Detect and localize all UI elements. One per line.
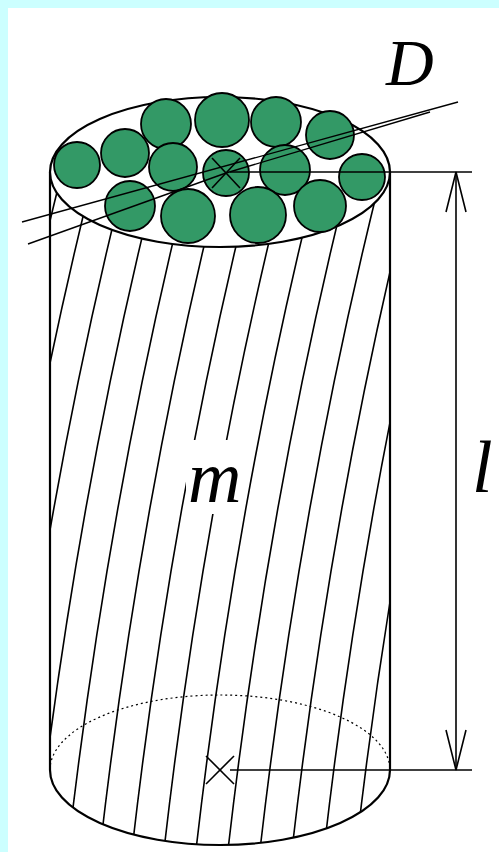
- length-dimension: [230, 172, 472, 770]
- strand: [0, 180, 92, 850]
- cylinder-outline: [50, 172, 390, 845]
- center-cross: [206, 756, 234, 784]
- arrowhead: [446, 172, 466, 212]
- helical-strands: [0, 180, 499, 850]
- wire-section: [306, 111, 354, 159]
- wire-section: [339, 154, 385, 200]
- wire-section: [251, 97, 301, 147]
- wire-section: [294, 180, 346, 232]
- strand: [4, 180, 124, 850]
- cylinder-bottom-back: [50, 695, 390, 770]
- center-cross: [206, 756, 234, 784]
- dimension-line: [28, 173, 226, 244]
- dimension-line: [226, 112, 430, 173]
- strand: [356, 180, 476, 850]
- cylinder-side: [389, 172, 391, 770]
- diameter-dimension: [22, 102, 458, 244]
- strand: [324, 180, 444, 850]
- strand: [196, 180, 316, 850]
- wire-section: [230, 187, 286, 243]
- strand: [100, 180, 220, 850]
- dimension-label: m: [186, 440, 243, 514]
- strand: [164, 180, 284, 850]
- extension-line: [230, 769, 472, 771]
- strand: [292, 180, 412, 850]
- strand: [228, 180, 348, 850]
- wire-section: [195, 93, 249, 147]
- dimension-label: l: [470, 430, 495, 504]
- extension-line: [230, 171, 472, 173]
- wire-section: [54, 142, 100, 188]
- wire-section: [161, 189, 215, 243]
- wire-section: [149, 143, 197, 191]
- wire-section: [101, 129, 149, 177]
- arrowhead: [446, 730, 466, 770]
- strand: [260, 180, 380, 850]
- strand: [132, 180, 252, 850]
- cylinder-side: [49, 172, 51, 770]
- dimension-line: [22, 102, 458, 222]
- dimension-label: D: [384, 30, 436, 96]
- strand: [36, 180, 156, 850]
- strand: [68, 180, 188, 850]
- cylinder-bottom-front: [50, 770, 390, 845]
- wire-section: [141, 99, 191, 149]
- wire-section: [105, 181, 155, 231]
- background: [8, 8, 499, 852]
- dimension-line: [455, 172, 457, 770]
- strand: [388, 180, 499, 850]
